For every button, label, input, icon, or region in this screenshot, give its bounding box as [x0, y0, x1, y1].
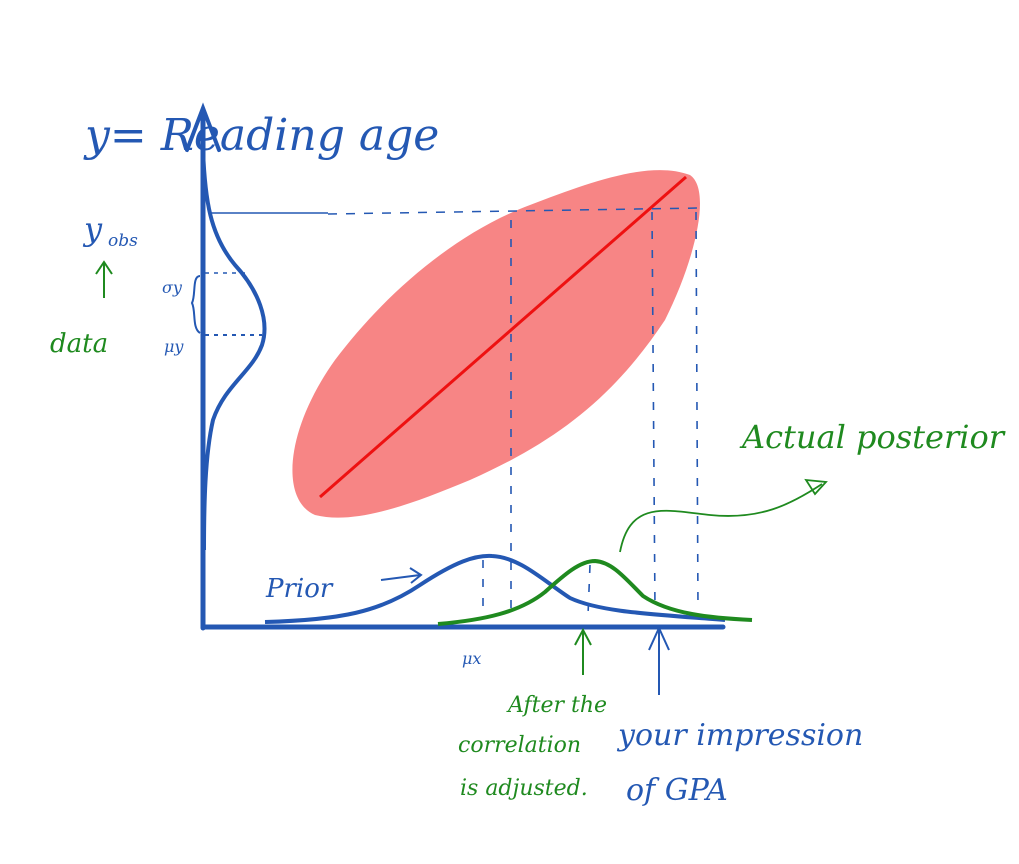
prior-arrow-icon [380, 567, 423, 584]
data-label: data [50, 329, 108, 359]
y-marginal-curve [201, 149, 267, 551]
after-line-3: is adjusted. [460, 776, 588, 801]
regression-line [319, 175, 687, 499]
prior-curve [264, 553, 726, 624]
impression-line-2: of GPA [626, 773, 728, 808]
y-axis-arrow-icon [185, 102, 221, 152]
mu-y-label: μy [164, 337, 184, 356]
sigma-y-label: σy [162, 278, 183, 297]
y-obs-label: y [82, 210, 103, 248]
after-line-2: correlation [458, 733, 581, 758]
data-up-arrow-icon [95, 260, 113, 298]
projection-line-3 [695, 211, 699, 611]
after-up-arrow-icon [574, 627, 592, 675]
y-obs-subscript: obs [108, 231, 138, 251]
sigma-brace [190, 275, 201, 334]
impression-line-1: your impression [616, 718, 863, 753]
y-axis-label: y= Reading age [83, 110, 439, 161]
prior-label: Prior [265, 574, 334, 604]
mu-x-label: μx [462, 649, 481, 668]
actual-posterior-label: Actual posterior [739, 418, 1006, 456]
posterior-curve [437, 558, 753, 626]
projection-line-after [587, 564, 591, 616]
posterior-pointer-arrow [619, 483, 823, 553]
projection-lines [482, 211, 699, 616]
posterior-pointer-arrowhead-icon [804, 478, 828, 496]
after-line-1: After the [506, 693, 607, 718]
y-obs-dashed-line [327, 207, 701, 215]
impression-up-arrow-icon [648, 625, 670, 695]
